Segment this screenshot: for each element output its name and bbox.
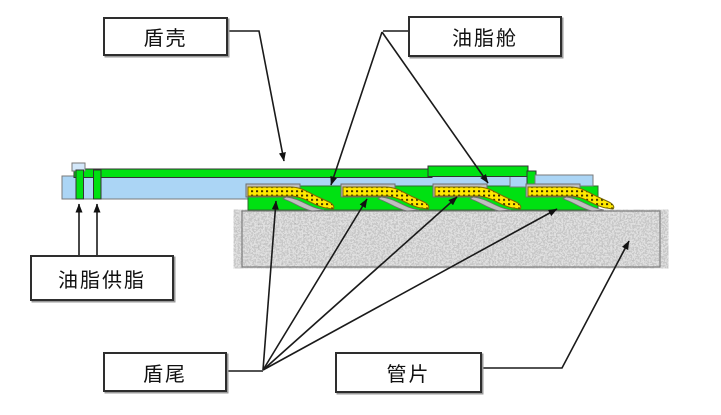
segment-concrete [241, 210, 661, 268]
label-segment-text: 管片 [386, 364, 431, 386]
label-grease-chamber-text: 油脂舱 [452, 28, 518, 50]
grease-supply-pipes [75, 169, 102, 200]
leader-shield-tail-3 [262, 196, 458, 371]
leader-segment [483, 240, 630, 369]
label-shield-shell-text: 盾壳 [143, 28, 188, 50]
label-shield-tail-text: 盾尾 [143, 363, 187, 386]
leader-grease-chamber-2 [381, 31, 489, 184]
label-shield-shell: 盾壳 [103, 17, 228, 56]
leader-arrows [75, 30, 630, 372]
leader-shield-tail-1 [262, 200, 279, 371]
label-segment: 管片 [335, 352, 482, 393]
label-grease-chamber: 油脂舱 [408, 16, 562, 57]
label-grease-supply-text: 油脂供脂 [58, 269, 146, 292]
leader-shield-shell [228, 30, 286, 162]
leader-shield-tail-2 [262, 198, 368, 371]
leader-shield-tail-4 [262, 208, 558, 371]
label-grease-supply: 油脂供脂 [30, 255, 174, 301]
label-shield-tail: 盾尾 [103, 352, 227, 392]
leader-grease-chamber-1 [330, 31, 383, 186]
